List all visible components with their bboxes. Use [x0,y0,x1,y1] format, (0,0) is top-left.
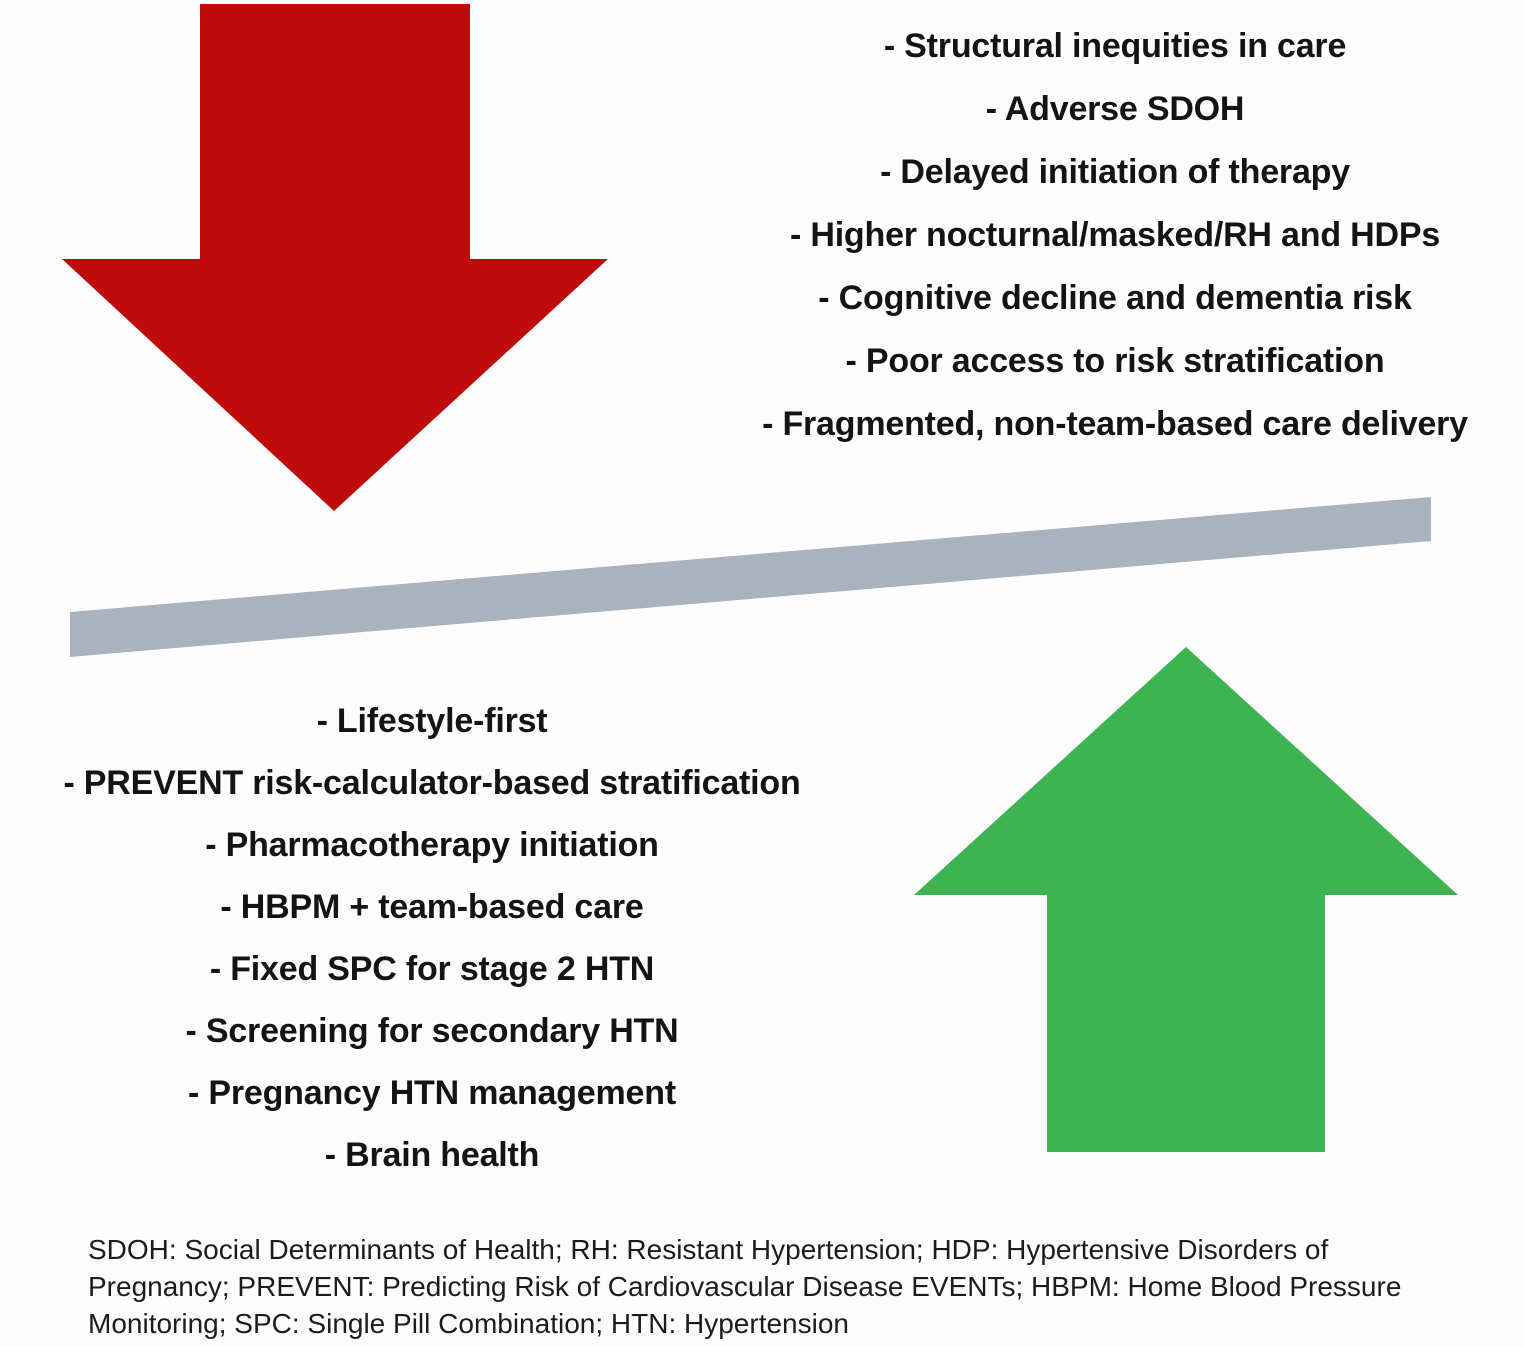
list-item: - Brain health [324,1136,540,1174]
footnote-line: SDOH: Social Determinants of Health; RH:… [88,1234,1329,1265]
list-item: - Poor access to risk stratification [845,342,1385,380]
list-item: - Fixed SPC for stage 2 HTN [209,950,655,988]
balance-beam [70,497,1431,657]
abbreviation-footnote: SDOH: Social Determinants of Health; RH:… [88,1231,1508,1342]
list-item: - Pregnancy HTN management [188,1074,676,1112]
negative-factors-list: - Structural inequities in care - Advers… [685,15,1524,456]
list-item: - Delayed initiation of therapy [880,153,1350,191]
green-up-arrow-icon [914,647,1458,1152]
list-item: - Adverse SDOH [985,90,1245,128]
list-item: - HBPM + team-based care [220,888,644,926]
list-item: - Pharmacotherapy initiation [205,826,659,864]
list-item: - Screening for secondary HTN [185,1012,679,1050]
list-item: - PREVENT risk-calculator-based stratifi… [63,764,801,802]
list-item: - Fragmented, non-team-based care delive… [762,405,1468,443]
positive-interventions-list: - Lifestyle-first - PREVENT risk-calcula… [2,690,862,1186]
footnote-line: Pregnancy; PREVENT: Predicting Risk of C… [88,1271,1402,1302]
list-item: - Higher nocturnal/masked/RH and HDPs [789,216,1441,254]
list-item: - Structural inequities in care [883,27,1347,65]
list-item: - Cognitive decline and dementia risk [818,279,1412,317]
footnote-line: Monitoring; SPC: Single Pill Combination… [88,1308,849,1339]
list-item: - Lifestyle-first [316,702,548,740]
red-down-arrow-icon [62,4,608,511]
